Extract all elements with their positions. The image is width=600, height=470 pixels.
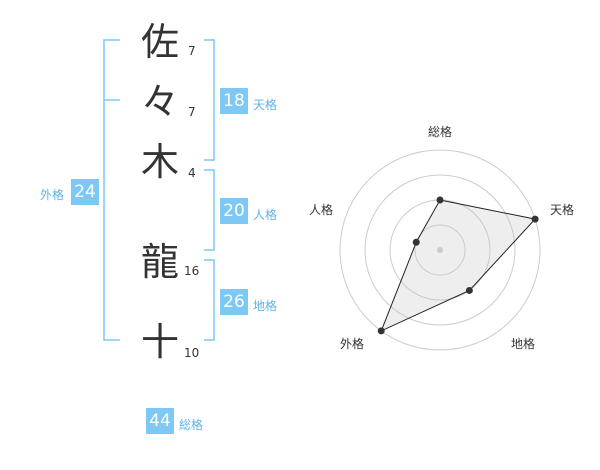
radar-label-soukaku: 総格 bbox=[428, 125, 453, 139]
radar-point-1 bbox=[531, 215, 539, 223]
name-char-3: 木 bbox=[140, 140, 179, 184]
radar-point-3 bbox=[377, 327, 385, 335]
radar-point-0 bbox=[436, 196, 444, 204]
stroke-count-4: 16 bbox=[184, 264, 200, 278]
stroke-count-2: 7 bbox=[188, 105, 196, 119]
soukaku-badge: 44 bbox=[146, 408, 174, 434]
soukaku-label: 総格 bbox=[179, 418, 204, 432]
radar-ring bbox=[339, 149, 541, 351]
jinkaku-badge: 20 bbox=[220, 198, 248, 224]
name-char-2: 々 bbox=[140, 80, 179, 124]
stroke-count-3: 4 bbox=[188, 166, 196, 180]
radar-polygon bbox=[380, 199, 537, 332]
name-char-1: 佐 bbox=[140, 20, 179, 64]
radar-label-chikaku: 地格 bbox=[511, 337, 536, 351]
tenkaku-label: 天格 bbox=[253, 98, 278, 112]
radar-point-2 bbox=[465, 286, 473, 294]
radar-chart bbox=[339, 149, 541, 351]
stroke-count-1: 7 bbox=[188, 44, 196, 58]
jinkaku-label: 人格 bbox=[253, 208, 278, 222]
name-char-5: 十 bbox=[140, 320, 179, 364]
radar-ring bbox=[364, 174, 516, 326]
radar-point-4 bbox=[412, 238, 420, 246]
jinkaku-bracket bbox=[204, 169, 215, 251]
tenkaku-badge: 18 bbox=[220, 88, 248, 114]
stroke-count-5: 10 bbox=[184, 346, 200, 360]
gaikaku-bracket bbox=[103, 39, 120, 341]
radar-label-tenkaku: 天格 bbox=[550, 203, 575, 217]
radar-ring bbox=[414, 224, 466, 276]
radar-label-jinkaku: 人格 bbox=[309, 203, 334, 217]
chikaku-bracket bbox=[204, 259, 215, 341]
chikaku-label: 地格 bbox=[253, 299, 278, 313]
gaikaku-label: 外格 bbox=[40, 188, 65, 202]
gaikaku-badge: 24 bbox=[71, 179, 99, 205]
name-char-4: 龍 bbox=[140, 240, 179, 284]
chikaku-badge: 26 bbox=[220, 289, 248, 315]
radar-center bbox=[437, 247, 443, 253]
tenkaku-bracket bbox=[204, 39, 215, 161]
radar-label-gaikaku: 外格 bbox=[340, 337, 365, 351]
